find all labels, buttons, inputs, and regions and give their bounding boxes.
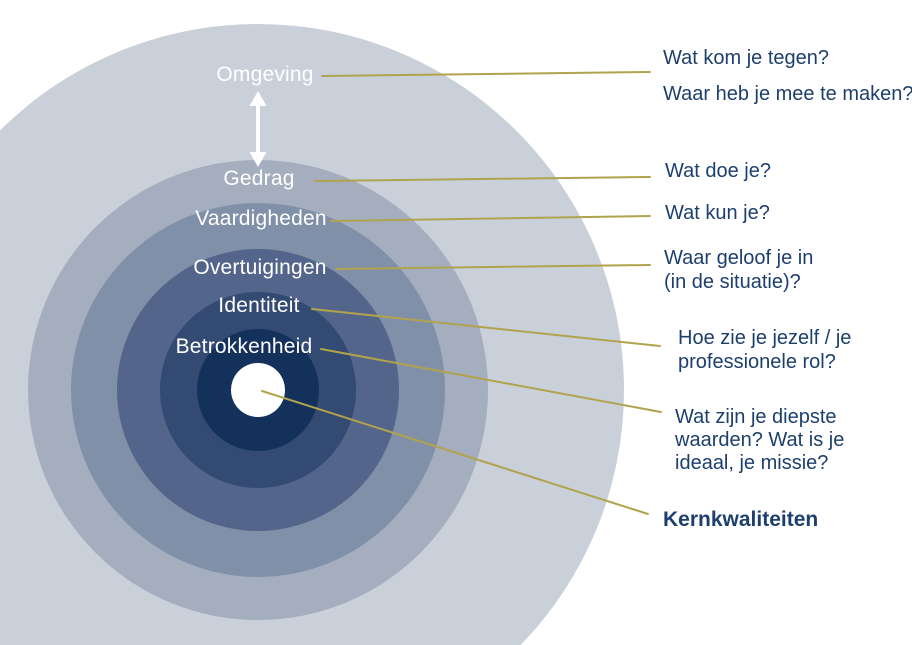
core-label-kernkwaliteiten: Kernkwaliteiten	[663, 508, 819, 531]
question-line: Hoe zie je jezelf / je	[678, 327, 852, 349]
question-line: professionele rol?	[678, 351, 836, 373]
question-gedrag: Wat doe je?	[665, 159, 771, 183]
question-omgeving: Wat kom je tegen? Waar heb je mee te mak…	[663, 40, 912, 112]
ring-label-gedrag: Gedrag	[223, 167, 295, 190]
ring-label-vaardigheden: Vaardigheden	[195, 207, 327, 230]
question-line: waarden? Wat is je	[675, 429, 845, 451]
question-betrokkenheid: Wat zijn je diepste waarden? Wat is je i…	[675, 406, 844, 475]
question-line: Waar geloof je in	[664, 247, 814, 269]
question-line: Wat zijn je diepste	[675, 406, 837, 428]
ring-label-betrokkenheid: Betrokkenheid	[175, 335, 313, 358]
core-dot	[231, 363, 285, 417]
question-vaardigheden: Wat kun je?	[665, 201, 770, 225]
ring-label-overtuigingen: Overtuigingen	[193, 256, 327, 279]
question-line: Waar heb je mee te maken?	[663, 83, 912, 105]
question-identiteit: Hoe zie je jezelf / je professionele rol…	[678, 326, 851, 374]
ring-label-omgeving: Omgeving	[216, 63, 314, 86]
ring-label-identiteit: Identiteit	[218, 294, 300, 317]
question-line: (in de situatie)?	[664, 271, 801, 293]
question-line: Wat kun je?	[665, 202, 770, 224]
question-line: Wat kom je tegen?	[663, 47, 830, 69]
question-line: ideaal, je missie?	[675, 452, 829, 474]
question-overtuigingen: Waar geloof je in (in de situatie)?	[664, 246, 813, 294]
question-line: Wat doe je?	[665, 160, 771, 182]
